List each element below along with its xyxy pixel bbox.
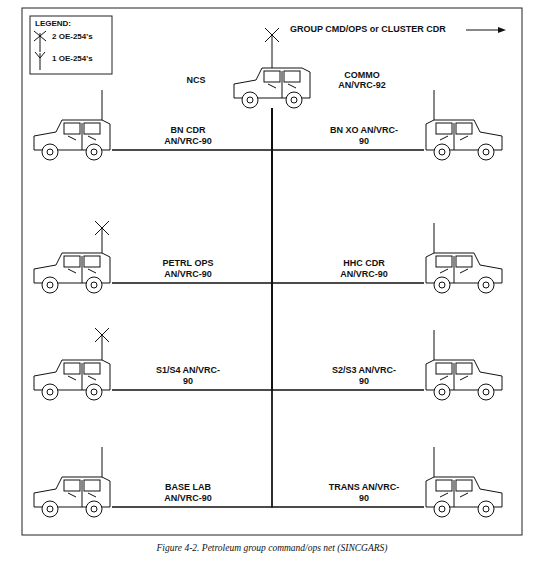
- vehicle-outline: [32, 221, 112, 293]
- vehicle-outline: [424, 88, 504, 160]
- humvee-drawing: [34, 447, 110, 517]
- humvee-drawing: [426, 90, 502, 160]
- vehicle-outline: [424, 328, 504, 400]
- radio-net-line: [112, 108, 272, 283]
- humvee-drawing: [426, 330, 502, 400]
- station-vehicle: S2/S3 AN/VRC-90: [424, 328, 504, 400]
- station-vehicle: TRANS AN/VRC-90: [424, 445, 504, 517]
- station-vehicle: PETRL OPS AN/VRC-90: [32, 221, 112, 293]
- humvee-drawing: [34, 221, 110, 293]
- station-vehicle: BN XO AN/VRC-90: [424, 88, 504, 160]
- radio-label: HHC CDR AN/VRC-90: [328, 258, 400, 279]
- figure-caption: Figure 4-2. Petroleum group command/ops …: [157, 543, 388, 553]
- radio-net-line: [112, 108, 272, 507]
- radio-label: S2/S3 AN/VRC-90: [328, 365, 400, 386]
- frame: [22, 8, 522, 535]
- radio-label: BASE LAB AN/VRC-90: [152, 482, 224, 503]
- radio-label: S1/S4 AN/VRC-90: [152, 365, 224, 386]
- net-control-vehicle: NCSCOMMO AN/VRC-92: [232, 28, 312, 108]
- radio-label: PETRL OPS AN/VRC-90: [152, 258, 224, 279]
- station-vehicle: BN CDR AN/VRC-90: [32, 88, 112, 160]
- radio-label: BN XO AN/VRC-90: [328, 125, 400, 146]
- station-vehicle: S1/S4 AN/VRC-90: [32, 328, 112, 400]
- station-vehicle: BASE LAB AN/VRC-90: [32, 445, 112, 517]
- radio-net-line: [112, 108, 272, 150]
- humvee-drawing: [426, 223, 502, 293]
- station-vehicle: HHC CDR AN/VRC-90: [424, 221, 504, 293]
- humvee-drawing: [34, 328, 110, 400]
- radio-net-line: [272, 108, 424, 390]
- legend-entry: 1 OE-254's: [52, 54, 93, 63]
- radio-label: BN CDR AN/VRC-90: [152, 125, 224, 146]
- vehicle-outline: [424, 445, 504, 517]
- vehicle-outline: [232, 28, 312, 108]
- radio-label: TRANS AN/VRC-90: [328, 482, 400, 503]
- station-label: NCS: [160, 75, 232, 85]
- vehicle-outline: [32, 445, 112, 517]
- vehicle-outline: [32, 88, 112, 160]
- radio-net-line: [272, 108, 424, 507]
- legend-symbols: [34, 31, 46, 70]
- radio-label: COMMO AN/VRC-92: [326, 70, 398, 91]
- radio-net-line: [112, 108, 272, 390]
- radio-net-line: [272, 108, 424, 150]
- humvee-drawing: [234, 28, 310, 108]
- vehicle-outline: [424, 221, 504, 293]
- vehicle-outline: [32, 328, 112, 400]
- legend-heading: LEGEND:: [35, 19, 71, 28]
- legend-box: [30, 16, 112, 74]
- humvee-drawing: [34, 90, 110, 160]
- destination-label: GROUP CMD/OPS or CLUSTER CDR: [290, 24, 446, 34]
- direction-arrow: [466, 27, 506, 33]
- legend-entry: 2 OE-254's: [52, 32, 93, 41]
- radio-net-line: [272, 108, 424, 283]
- humvee-drawing: [426, 447, 502, 517]
